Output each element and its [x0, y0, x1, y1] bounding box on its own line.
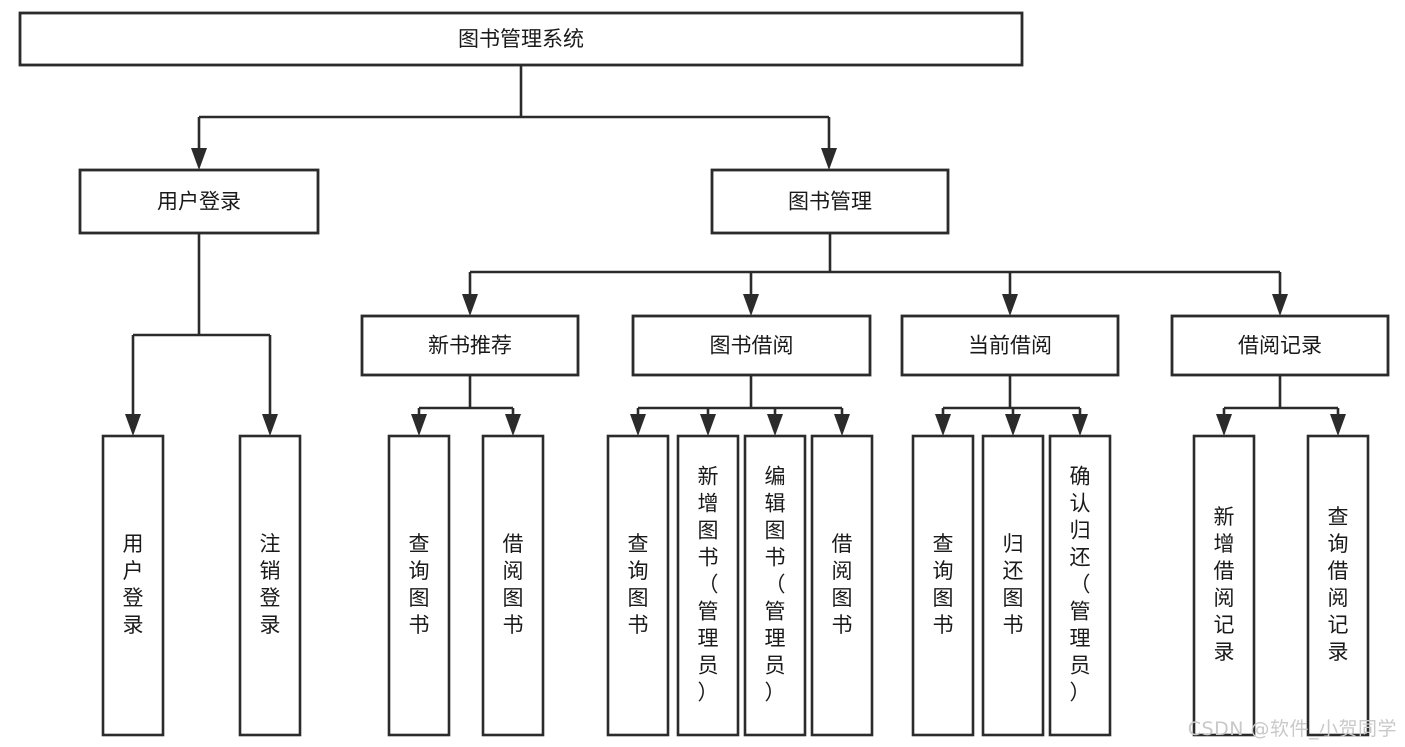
node-book-borrow[interactable]: 图书借阅 — [631, 314, 872, 377]
node-box-borrow-record[interactable] — [1170, 314, 1390, 377]
arrow-head-icon — [125, 414, 141, 436]
arrow-head-icon — [821, 148, 837, 170]
node-label-new-book-recommend: 新书推荐 — [428, 334, 512, 358]
node-box-leaf-query-record[interactable] — [1306, 434, 1370, 737]
node-label-leaf-add-record: 新增借阅记录 — [1214, 505, 1235, 664]
node-box-leaf-borrow-book-1[interactable] — [481, 434, 545, 737]
arrow-head-icon — [1005, 414, 1021, 436]
node-root[interactable]: 图书管理系统 — [18, 11, 1024, 67]
node-label-leaf-query-book-2: 查询图书 — [628, 532, 649, 637]
node-current-borrow[interactable]: 当前借阅 — [900, 314, 1120, 377]
arrow-head-icon — [630, 414, 646, 436]
node-leaf-add-record[interactable]: 新增借阅记录 — [1192, 434, 1256, 737]
node-label-borrow-record: 借阅记录 — [1238, 334, 1322, 358]
arrow-head-icon — [834, 414, 850, 436]
arrow-head-icon — [262, 414, 278, 436]
node-borrow-record[interactable]: 借阅记录 — [1170, 314, 1390, 377]
connector-edge-bookmanage-split — [462, 233, 1288, 316]
node-leaf-logout[interactable]: 注销登录 — [238, 434, 302, 737]
node-box-leaf-add-record[interactable] — [1192, 434, 1256, 737]
arrow-head-icon — [700, 414, 716, 436]
arrow-head-icon — [935, 414, 951, 436]
node-new-book-recommend[interactable]: 新书推荐 — [360, 314, 580, 377]
arrow-head-icon — [767, 414, 783, 436]
node-box-leaf-query-book-2[interactable] — [606, 434, 670, 737]
node-leaf-query-record[interactable]: 查询借阅记录 — [1306, 434, 1370, 737]
node-box-leaf-return-book[interactable] — [981, 434, 1045, 737]
node-box-leaf-add-book[interactable] — [676, 434, 740, 737]
connector-edge-borrow-split — [630, 375, 850, 436]
arrow-head-icon — [1002, 294, 1018, 316]
node-label-leaf-user-login: 用户登录 — [123, 532, 144, 637]
node-box-leaf-edit-book[interactable] — [743, 434, 807, 737]
arrow-head-icon — [1072, 414, 1088, 436]
node-box-leaf-borrow-book-2[interactable] — [810, 434, 874, 737]
connector-edge-current-split — [935, 375, 1088, 436]
connector-edge-userlogin-split — [125, 233, 278, 436]
csdn-watermark: CSDN @软件_小贺同学 — [1187, 718, 1397, 740]
node-label-book-manage: 图书管理 — [788, 190, 872, 214]
node-box-leaf-logout[interactable] — [238, 434, 302, 737]
node-label-leaf-return-book: 归还图书 — [1003, 532, 1024, 637]
node-box-book-borrow[interactable] — [631, 314, 872, 377]
arrow-head-icon — [1330, 414, 1346, 436]
node-box-leaf-query-book-3[interactable] — [911, 434, 975, 737]
arrow-head-icon — [462, 294, 478, 316]
node-box-leaf-confirm-return[interactable] — [1048, 434, 1112, 737]
node-leaf-add-book[interactable]: 新增图书（管理员） — [676, 434, 740, 737]
node-label-leaf-edit-book: 编辑图书（管理员） — [765, 465, 786, 705]
node-label-current-borrow: 当前借阅 — [968, 334, 1052, 358]
node-box-leaf-user-login[interactable] — [101, 434, 165, 737]
node-box-leaf-query-book-1[interactable] — [387, 434, 451, 737]
node-label-leaf-confirm-return: 确认归还（管理员） — [1070, 465, 1091, 705]
node-leaf-edit-book[interactable]: 编辑图书（管理员） — [743, 434, 807, 737]
arrow-head-icon — [191, 148, 207, 170]
node-leaf-confirm-return[interactable]: 确认归还（管理员） — [1048, 434, 1112, 737]
node-layer: 图书管理系统用户登录图书管理新书推荐图书借阅当前借阅借阅记录用户登录注销登录查询… — [18, 11, 1390, 737]
node-leaf-query-book-1[interactable]: 查询图书 — [387, 434, 451, 737]
node-label-root: 图书管理系统 — [458, 27, 584, 51]
node-book-manage[interactable]: 图书管理 — [710, 168, 950, 235]
node-box-current-borrow[interactable] — [900, 314, 1120, 377]
node-leaf-borrow-book-1[interactable]: 借阅图书 — [481, 434, 545, 737]
node-label-leaf-query-record: 查询借阅记录 — [1328, 505, 1349, 664]
arrow-head-icon — [1216, 414, 1232, 436]
node-label-leaf-logout: 注销登录 — [260, 532, 281, 637]
node-label-user-login: 用户登录 — [157, 190, 241, 214]
arrow-head-icon — [505, 414, 521, 436]
node-leaf-user-login[interactable]: 用户登录 — [101, 434, 165, 737]
node-box-user-login[interactable] — [78, 168, 320, 235]
node-label-leaf-query-book-1: 查询图书 — [409, 532, 430, 637]
node-label-book-borrow: 图书借阅 — [710, 334, 794, 358]
node-user-login[interactable]: 用户登录 — [78, 168, 320, 235]
node-leaf-query-book-2[interactable]: 查询图书 — [606, 434, 670, 737]
node-leaf-query-book-3[interactable]: 查询图书 — [911, 434, 975, 737]
connector-layer — [125, 65, 1346, 436]
node-label-leaf-borrow-book-2: 借阅图书 — [832, 532, 853, 637]
connector-edge-recommend-split — [411, 375, 521, 436]
node-label-leaf-query-book-3: 查询图书 — [933, 532, 954, 637]
node-box-book-manage[interactable] — [710, 168, 950, 235]
node-leaf-borrow-book-2[interactable]: 借阅图书 — [810, 434, 874, 737]
arrow-head-icon — [1272, 294, 1288, 316]
arrow-head-icon — [743, 294, 759, 316]
node-box-root[interactable] — [18, 11, 1024, 67]
node-leaf-return-book[interactable]: 归还图书 — [981, 434, 1045, 737]
node-box-new-book-recommend[interactable] — [360, 314, 580, 377]
connector-edge-root-split — [191, 65, 837, 170]
node-label-leaf-borrow-book-1: 借阅图书 — [503, 532, 524, 637]
arrow-head-icon — [411, 414, 427, 436]
node-label-leaf-add-book: 新增图书（管理员） — [698, 465, 719, 705]
connector-edge-record-split — [1216, 375, 1346, 436]
